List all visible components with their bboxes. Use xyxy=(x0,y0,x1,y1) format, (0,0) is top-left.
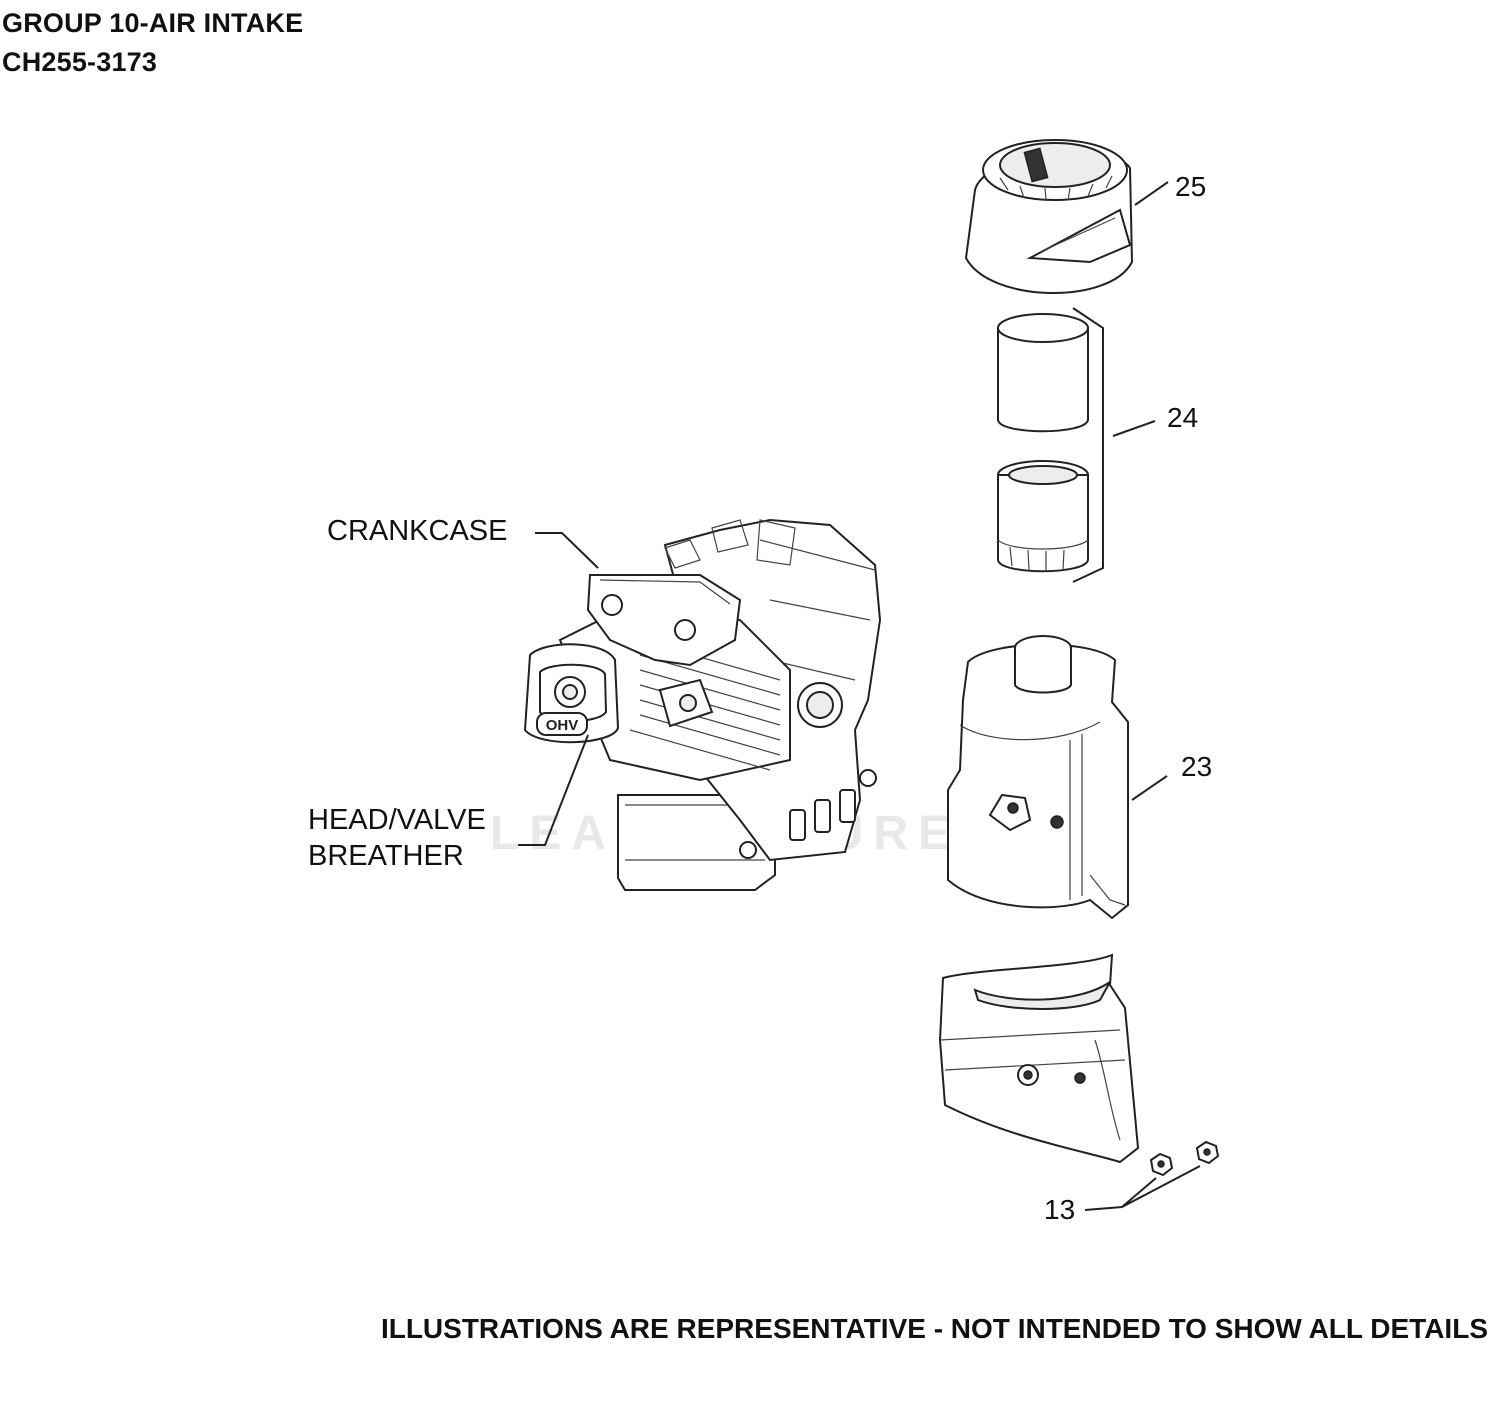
label-head-valve: HEAD/VALVE xyxy=(308,804,486,836)
callout-line-25 xyxy=(1134,181,1169,206)
callout-13[interactable]: 13 xyxy=(1044,1194,1076,1225)
part-13-hex-nuts[interactable] xyxy=(1149,1140,1220,1177)
callout-25[interactable]: 25 xyxy=(1175,171,1207,202)
bracket-24 xyxy=(1072,307,1104,583)
leader-line-breather xyxy=(518,734,589,846)
leader-line-crankcase xyxy=(535,532,599,569)
callout-line-23 xyxy=(1131,775,1168,801)
callout-line-13 xyxy=(1084,1165,1201,1211)
part-24-air-filter-element[interactable] xyxy=(997,313,1089,573)
part-23-air-cleaner-base[interactable] xyxy=(947,635,1129,920)
disclaimer-footer: ILLUSTRATIONS ARE REPRESENTATIVE - NOT I… xyxy=(380,1313,1488,1344)
part-lower-air-cleaner-shield[interactable] xyxy=(938,953,1140,1164)
callout-24[interactable]: 24 xyxy=(1167,402,1199,433)
callout-23[interactable]: 23 xyxy=(1181,751,1213,782)
model-number: CH255-3173 xyxy=(2,47,158,77)
label-breather: BREATHER xyxy=(308,840,464,872)
ohv-badge-text: OHV xyxy=(546,717,579,734)
engine-block-illustration: OHV xyxy=(523,518,882,891)
callout-line-24 xyxy=(1112,420,1156,437)
group-title: GROUP 10-AIR INTAKE xyxy=(2,8,304,38)
label-crankcase: CRANKCASE xyxy=(327,515,508,547)
part-25-air-cleaner-cover[interactable] xyxy=(964,139,1134,295)
